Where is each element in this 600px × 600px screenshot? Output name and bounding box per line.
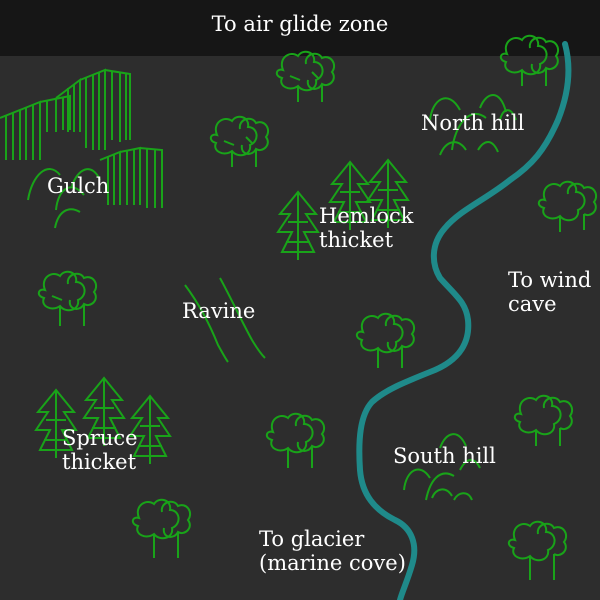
area-spruce-thicket-label: Spruce thicket <box>62 426 138 475</box>
area-hemlock-thicket-label: Hemlock thicket <box>319 204 414 253</box>
tree-cluster-icon <box>37 34 598 580</box>
exit-north-label[interactable]: To air glide zone <box>211 12 389 36</box>
hill-icon <box>403 94 517 501</box>
ravine-icon <box>184 277 266 363</box>
area-ravine-label: Ravine <box>182 299 256 323</box>
north-exit-bar[interactable] <box>0 0 600 56</box>
area-gulch-label: Gulch <box>47 174 110 198</box>
conifer-icon <box>34 158 410 464</box>
exit-east-label[interactable]: To wind cave <box>508 268 592 317</box>
exit-south-label[interactable]: To glacier (marine cove) <box>259 527 406 576</box>
area-south-hill-label: South hill <box>393 444 496 468</box>
river <box>356 41 572 600</box>
gulch-cliffs-icon <box>0 68 163 229</box>
area-north-hill-label: North hill <box>421 111 525 135</box>
